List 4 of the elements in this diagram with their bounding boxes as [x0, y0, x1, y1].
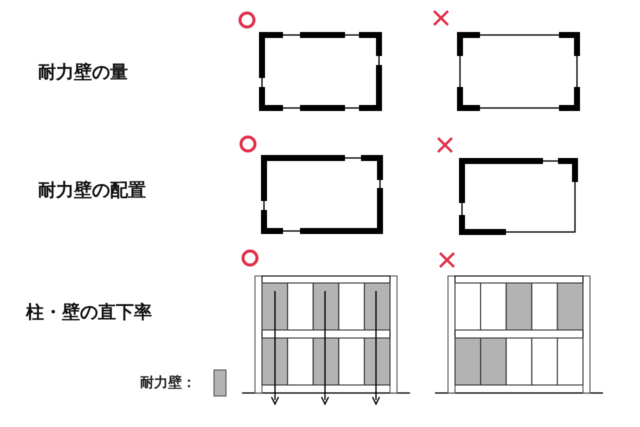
- row-heading: 柱・壁の直下率: [26, 301, 152, 324]
- legend-label: 耐力壁：: [140, 374, 196, 392]
- row-heading: 耐力壁の配置: [38, 179, 146, 202]
- row-heading: 耐力壁の量: [38, 61, 128, 84]
